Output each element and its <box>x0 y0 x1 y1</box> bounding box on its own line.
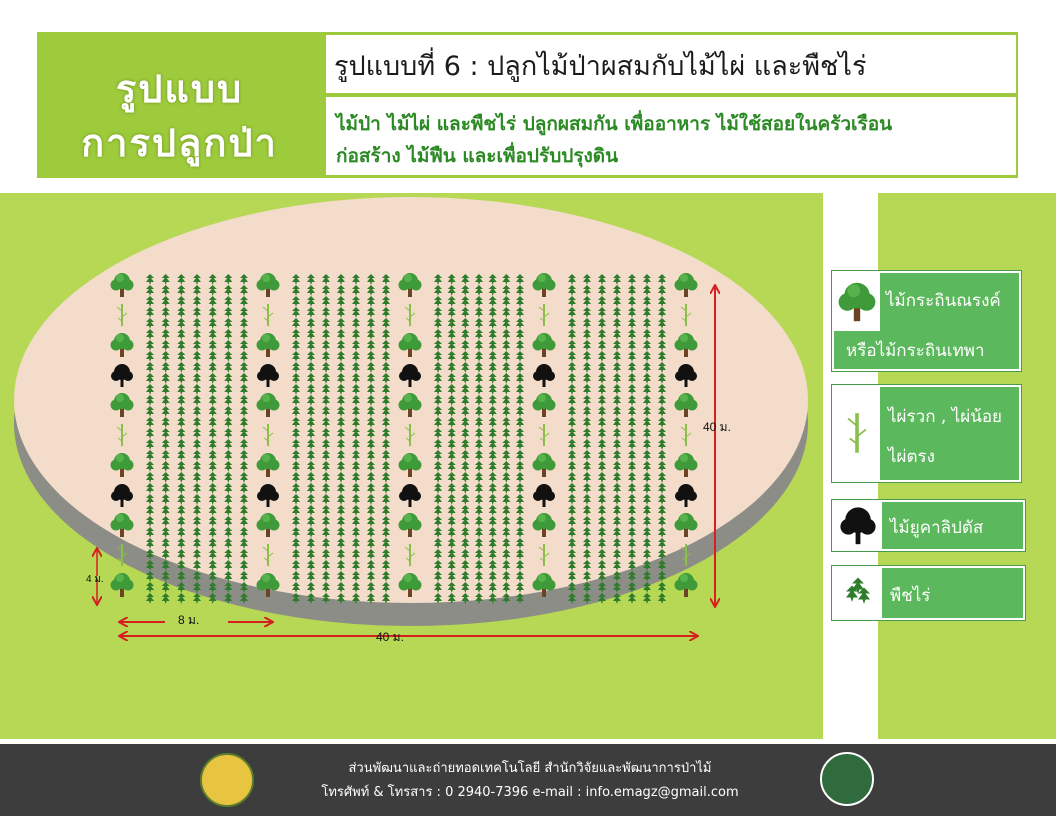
footer-organization: ส่วนพัฒนาและถ่ายทอดเทคโนโลยี สำนักวิจัยแ… <box>348 761 712 776</box>
crop-plant <box>161 593 170 604</box>
bamboo-icon <box>834 387 880 480</box>
description-line1: ไม้ป่า ไม้ไผ่ และพืชไร่ ปลูกผสมกัน เพื่อ… <box>336 113 893 135</box>
crop-plant <box>146 593 154 604</box>
legend-bamboo: ไผ่รวก , ไผ่น้อย ไผ่ตรง <box>832 385 1021 482</box>
legend-tree-label1: ไม้กระถินณรงค์ <box>886 291 1001 311</box>
legend-eucalyptus: ไม้ยูคาลิปตัส <box>832 500 1025 551</box>
row-spacing-label: 8 ม. <box>178 613 199 627</box>
crop-icon <box>834 568 882 618</box>
tree-spacing-label: 4 ม. <box>86 574 104 585</box>
legend-eucalyptus-label: ไม้ยูคาลิปตัส <box>890 518 984 538</box>
crop-plant <box>658 593 666 604</box>
crop-plant <box>658 582 666 593</box>
royal-forest-department-logo <box>200 753 254 807</box>
header-badge-line1: รูปแบบ <box>115 67 244 111</box>
legend-bamboo-label1: ไผ่รวก , ไผ่น้อย <box>888 407 1002 427</box>
header-badge-line2: การปลูกป่า <box>81 121 278 165</box>
tree-plant <box>110 573 134 597</box>
description-line2: ก่อสร้าง ไม้ฟืน และเพื่อปรับปรุงดิน <box>336 145 619 167</box>
legend-crop-label: พืชไร่ <box>890 586 931 606</box>
crop-plant <box>628 593 636 604</box>
footer <box>0 744 1056 816</box>
page-title: รูปแบบที่ 6 : ปลูกไม้ป่าผสมกับไม้ไผ่ และ… <box>334 51 867 82</box>
description-box <box>326 97 1016 175</box>
tree-icon <box>834 273 880 331</box>
header-badge: รูปแบบ การปลูกป่า <box>37 32 322 178</box>
width-label: 40 ม. <box>376 630 404 644</box>
crop-plant <box>146 582 154 593</box>
title-box <box>326 35 1016 93</box>
height-label: 40 ม. <box>703 420 731 434</box>
footer-contact: โทรศัพท์ & โทรสาร : 0 2940-7396 e-mail :… <box>321 785 739 800</box>
legend-bamboo-label2: ไผ่ตรง <box>888 447 935 467</box>
legend-tree-label2: หรือไม้กระถินเทพา <box>846 341 985 361</box>
crop-plant <box>177 593 186 604</box>
legend-tree: ไม้กระถินณรงค์ หรือไม้กระถินเทพา <box>832 271 1021 371</box>
tree-plant <box>674 573 698 597</box>
eucalyptus-icon <box>834 502 882 549</box>
crop-plant <box>643 593 651 604</box>
page-description: ไม้ป่า ไม้ไผ่ และพืชไร่ ปลูกผสมกัน เพื่อ… <box>336 108 1016 172</box>
research-office-logo <box>820 752 874 806</box>
legend-crop: พืชไร่ <box>832 566 1025 620</box>
planting-plot-diagram: 40 ม. 40 ม. 8 ม. 4 ม. <box>14 197 808 644</box>
